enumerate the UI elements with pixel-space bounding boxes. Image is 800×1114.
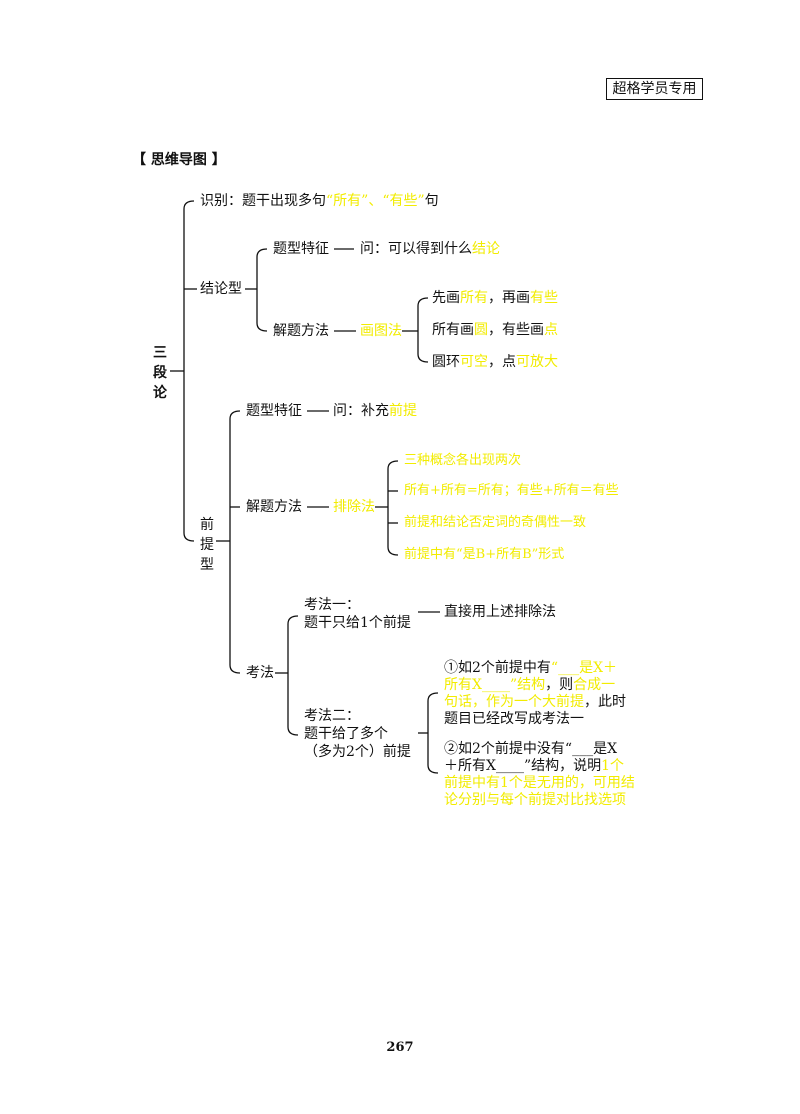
conclusion-feature-label: 题型特征 [273,241,329,257]
case-1-line-3: 句话，作为一个大前提，此时 [444,694,626,711]
conclusion-method-label: 解题方法 [273,323,329,339]
case-1-highlight-b: “___是X＋ [550,660,618,676]
exam-method-1-title: 考法一： [304,597,360,613]
case-1-text-d: ，则 [545,677,574,693]
identify-separator: 、 [368,193,383,209]
premise-feature-highlight: 前提 [389,403,417,419]
root-char-3: 论 [153,385,167,401]
conclusion-step-1: 先画所有，再画有些 [432,289,558,307]
case-1-text-g: ，此时 [584,694,626,710]
case-2-highlight-e: 论分别与每个前提对比找选项 [444,792,626,808]
step-1-text-a: 先画 [432,290,460,306]
step-2-highlight-b: 圆 [474,322,488,338]
case-1-highlight-c: 所有X____”结构 [444,677,546,693]
case-1-line-2: 所有X____”结构，则合成一 [444,677,626,694]
premise-type-node: 前 提 型 [198,515,216,575]
case-1-highlight-f: 句话，作为一个大前提 [444,694,584,710]
premise-rule-3: 前提和结论否定词的奇偶性一致 [404,515,587,530]
step-2-text-c: ，有些画 [488,322,544,338]
step-1-highlight-b: 所有 [460,290,488,306]
exam-method-1-result: 直接用上述排除法 [444,604,556,620]
exam-method-1: 考法一： 题干只给1个前提 [304,596,411,632]
root-char-1: 三 [153,345,167,361]
premise-rule-4: 前提中有“是B+所有B”形式 [404,547,565,562]
premise-char-2: 提 [200,537,214,553]
step-2-text-a: 所有画 [432,322,474,338]
premise-method-name: 排除法 [333,499,375,515]
identify-text: 识别：题干出现多句 [200,193,326,209]
conclusion-method-name: 画图法 [360,323,402,339]
case-2-line-2: ＋所有X____”结构，说明1个 [444,758,635,775]
step-2-highlight-d: 点 [544,322,558,338]
case-2-highlight-c: 1个 [601,758,625,774]
step-3-highlight-d: 可放大 [516,354,558,370]
step-3-text-c: ，点 [488,354,516,370]
case-2-line-3: 前提中有1个是无用的，可用结 [444,775,635,792]
step-3-text-a: 圆环 [432,354,460,370]
case-1-line-1: ①如2个前提中有“___是X＋ [444,660,626,677]
root-node-sanduanlun: 三 段 论 [151,343,169,403]
identify-node: 识别：题干出现多句“所有”、“有些”句 [200,192,439,210]
step-3-highlight-b: 可空 [460,354,488,370]
exam-method-2-case-1: ①如2个前提中有“___是X＋ 所有X____”结构，则合成一 句话，作为一个大… [444,660,626,728]
premise-rule-1: 三种概念各出现两次 [404,453,522,468]
identify-keyword-all: “所有” [326,193,369,209]
case-2-highlight-d: 前提中有1个是无用的，可用结 [444,775,635,791]
case-2-line-1: ②如2个前提中没有“___是X [444,741,635,758]
premise-feature-question: 问：补充前提 [333,402,417,420]
page-number: 267 [386,1040,414,1055]
case-1-line-4: 题目已经改写成考法一 [444,711,626,728]
identify-keyword-some: “有些” [382,193,425,209]
conclusion-step-3: 圆环可空，点可放大 [432,353,558,371]
conclusion-step-2: 所有画圆，有些画点 [432,321,558,339]
root-char-2: 段 [153,365,167,381]
premise-feature-label: 题型特征 [246,403,302,419]
step-1-highlight-d: 有些 [530,290,558,306]
exam-method-1-desc: 题干只给1个前提 [304,615,411,631]
case-1-highlight-e: 合成一 [573,677,616,693]
premise-method-label: 解题方法 [246,499,302,515]
premise-char-1: 前 [200,517,214,533]
section-title: 【 思维导图 】 [132,152,226,168]
exam-method-2-case-2: ②如2个前提中没有“___是X ＋所有X____”结构，说明1个 前提中有1个是… [444,741,635,809]
exam-method-2-desc-1: 题干给了多个 [304,726,388,742]
premise-rule-2: 所有+所有=所有；有些+所有＝有些 [404,483,619,498]
conclusion-type-node: 结论型 [200,281,242,297]
premise-char-3: 型 [200,557,214,573]
case-2-text-b: ＋所有X____”结构，说明 [444,758,602,774]
case-2-text-a: ②如2个前提中没有“___是X [444,741,618,757]
step-1-text-c: ，再画 [488,290,530,306]
exam-methods-label: 考法 [246,665,274,681]
exam-method-2: 考法二： 题干给了多个 （多为2个）前提 [304,707,411,761]
exam-method-2-title: 考法二： [304,708,360,724]
exam-method-2-desc-2: （多为2个）前提 [304,744,411,760]
student-only-badge: 超格学员专用 [606,78,703,100]
conclusion-feature-highlight: 结论 [472,241,500,257]
conclusion-feature-question: 问：可以得到什么结论 [360,240,500,258]
case-1-text-a: ①如2个前提中有 [444,660,551,676]
identify-suffix: 句 [424,193,439,209]
conclusion-feature-question-text: 问：可以得到什么 [360,241,472,257]
case-2-line-4: 论分别与每个前提对比找选项 [444,792,635,809]
premise-feature-question-text: 问：补充 [333,403,389,419]
case-1-text-h: 题目已经改写成考法一 [444,711,584,727]
